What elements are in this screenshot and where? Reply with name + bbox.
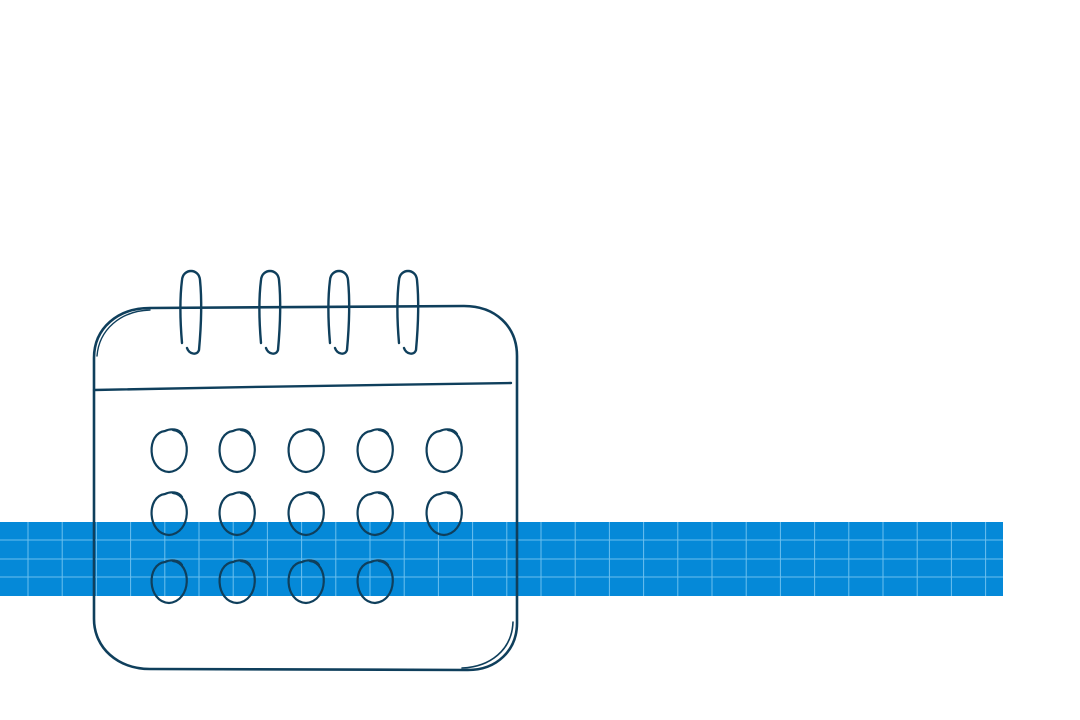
- calendar-day-circle: [425, 428, 463, 474]
- calendar-ring: [179, 269, 203, 355]
- calendar-body: [92, 304, 519, 672]
- calendar-day-circle: [218, 559, 256, 605]
- calendar-icon: [92, 269, 519, 672]
- calendar-day-grid: [150, 428, 463, 605]
- calendar-day-circle: [425, 491, 463, 537]
- calendar-day-circle: [356, 491, 394, 537]
- calendar-day-circle: [356, 559, 394, 605]
- calendar-header-line: [92, 381, 513, 392]
- calendar-day-circle: [287, 428, 325, 474]
- calendar-day-circle: [356, 428, 394, 474]
- calendar-ring: [327, 269, 351, 355]
- calendar-ring: [258, 269, 282, 355]
- calendar-ring: [396, 269, 420, 355]
- calendar-rings: [179, 269, 420, 355]
- calendar-day-circle: [218, 428, 256, 474]
- calendar-day-circle: [218, 491, 256, 537]
- calendar-day-circle: [287, 491, 325, 537]
- calendar-day-circle: [150, 428, 188, 474]
- calendar-day-circle: [287, 559, 325, 605]
- calendar-day-circle: [150, 491, 188, 537]
- calendar-day-circle: [150, 559, 188, 605]
